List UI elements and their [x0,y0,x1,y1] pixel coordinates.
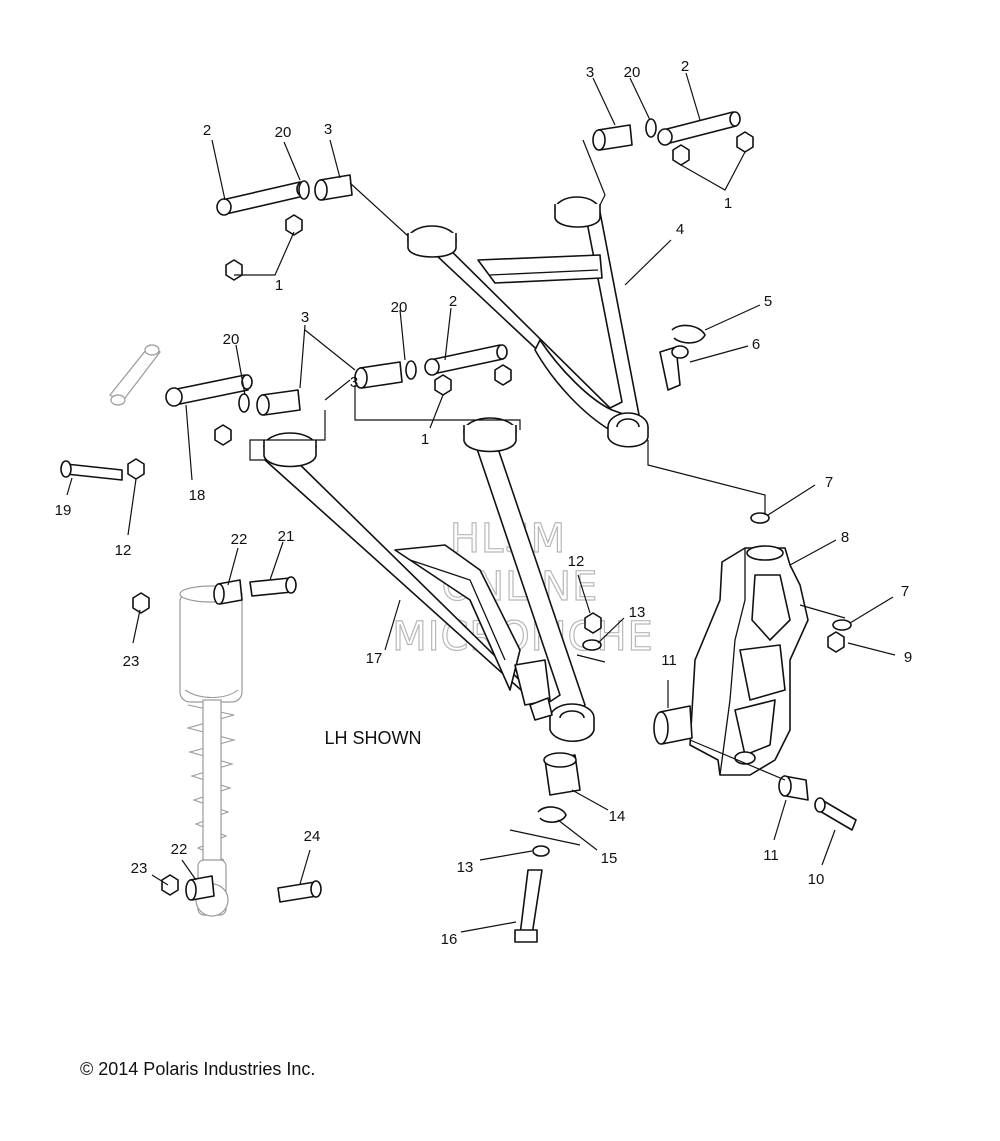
callout-5: 5 [764,293,772,310]
upper-a-arm [407,196,649,448]
callout-16: 16 [441,931,458,948]
callout-2: 2 [449,293,457,310]
callout-13: 13 [629,604,646,621]
callout-14: 14 [609,808,626,825]
callout-6: 6 [752,336,760,353]
assembly-lines [249,139,846,846]
shock-absorber-ghost [179,585,243,917]
pivot-shafts [165,111,741,407]
spindle-knuckle [689,545,809,776]
spacers [185,579,857,901]
callout-23: 23 [123,653,140,670]
callout-2: 2 [203,122,211,139]
callout-1: 1 [275,277,283,294]
callout-12: 12 [568,553,585,570]
callout-9: 9 [904,649,912,666]
callout-23: 23 [131,860,148,877]
bushings [256,124,633,416]
callout-leaders [66,72,896,933]
callout-22: 22 [231,531,248,548]
callout-10: 10 [808,871,825,888]
callout-17: 17 [366,650,383,667]
callout-7: 7 [901,583,909,600]
ball-joint-and-clips [532,324,852,857]
callout-18: 18 [189,487,206,504]
callout-2: 2 [681,58,689,75]
pin-ghost [109,344,161,406]
callout-3: 3 [350,374,358,391]
watermark-line-3: MICROFICHE [392,614,654,660]
callout-1: 1 [421,431,429,448]
callout-7: 7 [825,474,833,491]
pivot-shaft-18 [165,374,253,407]
callout-22: 22 [171,841,188,858]
callout-11: 11 [763,847,779,864]
callout-20: 20 [223,331,240,348]
callout-24: 24 [304,828,321,845]
bolts [60,345,689,943]
pivot-shaft-2-middle [424,344,508,376]
callout-3: 3 [324,121,332,138]
callout-21: 21 [278,528,295,545]
callout-13: 13 [457,859,474,876]
callout-12: 12 [115,542,132,559]
callout-20: 20 [391,299,408,316]
pivot-shaft-2-top-right [657,111,741,146]
callout-15: 15 [601,850,618,867]
callout-1: 1 [724,195,732,212]
callout-20: 20 [275,124,292,141]
view-note: LH SHOWN [324,728,421,748]
callout-8: 8 [841,529,849,546]
callout-19: 19 [55,502,72,519]
callout-4: 4 [676,221,684,238]
pivot-shaft-2-top-left [216,181,308,216]
callout-3: 3 [301,309,309,326]
thrust-washers [238,118,657,413]
nuts [127,131,845,896]
copyright-notice: © 2014 Polaris Industries Inc. [80,1059,315,1079]
callout-20: 20 [624,64,641,81]
callout-labels: 1 1 1 2 2 2 3 3 3 3 4 5 6 7 7 8 9 10 11 … [55,58,913,948]
callout-3: 3 [586,64,594,81]
callout-11: 11 [661,652,677,669]
